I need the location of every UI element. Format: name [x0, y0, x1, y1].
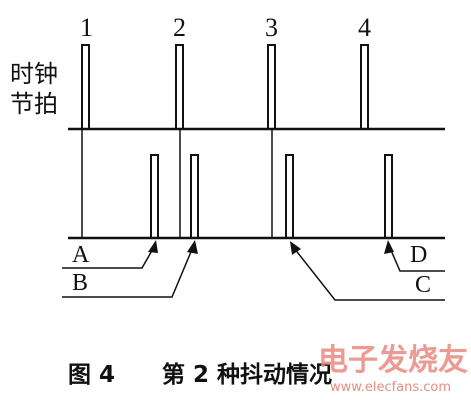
clock-label-line2: 节拍 [10, 90, 58, 118]
figure-number: 图 4 [68, 362, 115, 388]
edge-label-c: C [415, 272, 431, 298]
signal-pulse-c [285, 154, 294, 239]
sync-guides [81, 129, 273, 238]
leader-line-d [389, 247, 445, 272]
watermark-text: 电子发烧友 [318, 343, 468, 378]
leader-lines [62, 246, 445, 301]
arrowhead-d [384, 240, 394, 254]
leader-line-b [62, 246, 194, 298]
signal-pulse-b [190, 154, 199, 239]
edge-label-a: A [72, 242, 90, 268]
pulse-number-1: 1 [80, 13, 93, 42]
watermark: 电子发烧友 www.elecfans.com [318, 343, 468, 395]
arrowhead-a [148, 240, 158, 253]
clock-label-line1: 时钟 [10, 60, 58, 88]
pulse-number-2: 2 [173, 13, 186, 42]
leader-line-a [62, 246, 155, 269]
edge-label-b: B [72, 270, 88, 296]
clock-pulse-1 [81, 44, 90, 130]
edge-label-d: D [410, 242, 427, 268]
signal-pulses [150, 154, 393, 239]
figure-title: 第 2 种抖动情况 [162, 361, 332, 388]
arrowhead-c [290, 241, 301, 255]
pulse-number-3: 3 [265, 13, 278, 42]
leader-line-c [293, 247, 445, 301]
signal-pulse-a [150, 154, 159, 239]
arrowheads [148, 240, 394, 255]
arrowhead-b [187, 240, 198, 254]
clock-pulse-4 [360, 44, 369, 130]
clock-pulse-2 [175, 44, 184, 130]
pulse-number-4: 4 [358, 13, 371, 42]
signal-pulse-d [384, 154, 393, 239]
clock-pulses [81, 44, 369, 130]
watermark-url: www.elecfans.com [330, 380, 451, 395]
clock-pulse-3 [267, 44, 276, 130]
